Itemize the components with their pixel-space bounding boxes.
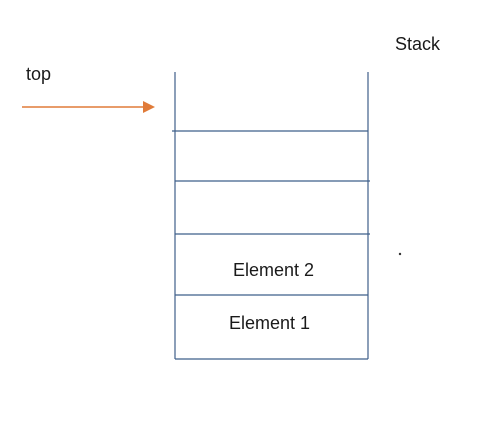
stray-dot [398,252,402,256]
stack-container [172,72,370,360]
top-pointer-arrow [22,101,155,113]
arrow-head [143,101,155,113]
top-label: top [26,64,51,84]
stack-element-2: Element 2 [233,260,314,280]
stack-title: Stack [395,34,441,54]
stack-element-1: Element 1 [229,313,310,333]
